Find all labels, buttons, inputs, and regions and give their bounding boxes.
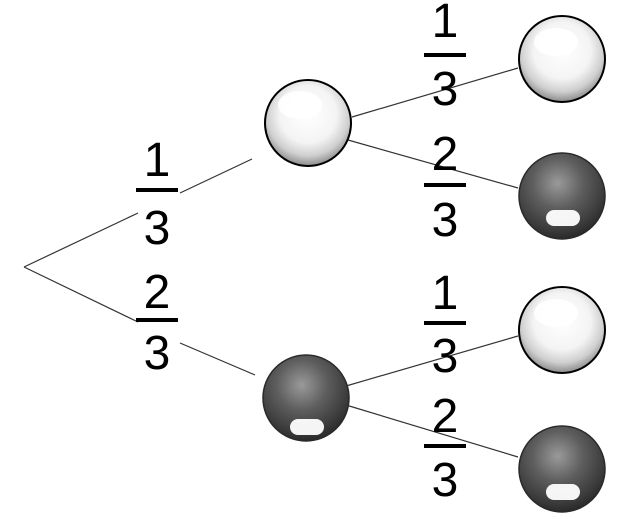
numerator: 1: [144, 134, 171, 187]
branch-white-white: [351, 67, 519, 118]
numerator: 1: [432, 0, 459, 48]
fraction-dark-dark: 2 3: [424, 390, 466, 507]
branch-dark-white: [345, 335, 519, 387]
ball-first-dark: [262, 354, 350, 442]
numerator: 1: [432, 267, 459, 320]
denominator: 3: [144, 327, 171, 380]
numerator: 2: [432, 390, 459, 443]
fraction-first-lower: 2 3: [136, 266, 178, 380]
denominator: 3: [144, 202, 171, 255]
branch-white-dark: [347, 139, 519, 189]
branch-root-upper-b: [179, 158, 253, 194]
fraction-white-white: 1 3: [424, 0, 466, 116]
ball-second-white-after-white: [518, 15, 606, 103]
branch-root-upper-a: [23, 212, 139, 268]
branch-root-lower-a: [23, 266, 139, 323]
ball-second-dark-after-white: [518, 152, 606, 240]
branch-root-lower-b: [179, 342, 256, 376]
ball-second-dark-after-dark: [518, 425, 606, 513]
ball-second-white-after-dark: [518, 286, 606, 374]
branch-dark-dark: [345, 404, 519, 458]
fraction-first-upper: 1 3: [136, 134, 178, 255]
numerator: 2: [144, 266, 171, 319]
ball-first-white: [264, 79, 352, 167]
denominator: 3: [432, 63, 459, 116]
fraction-dark-white: 1 3: [424, 267, 466, 383]
denominator: 3: [432, 194, 459, 247]
fraction-white-dark: 2 3: [424, 128, 466, 247]
branch-lines: [23, 67, 519, 458]
denominator: 3: [432, 330, 459, 383]
numerator: 2: [432, 128, 459, 181]
denominator: 3: [432, 454, 459, 507]
